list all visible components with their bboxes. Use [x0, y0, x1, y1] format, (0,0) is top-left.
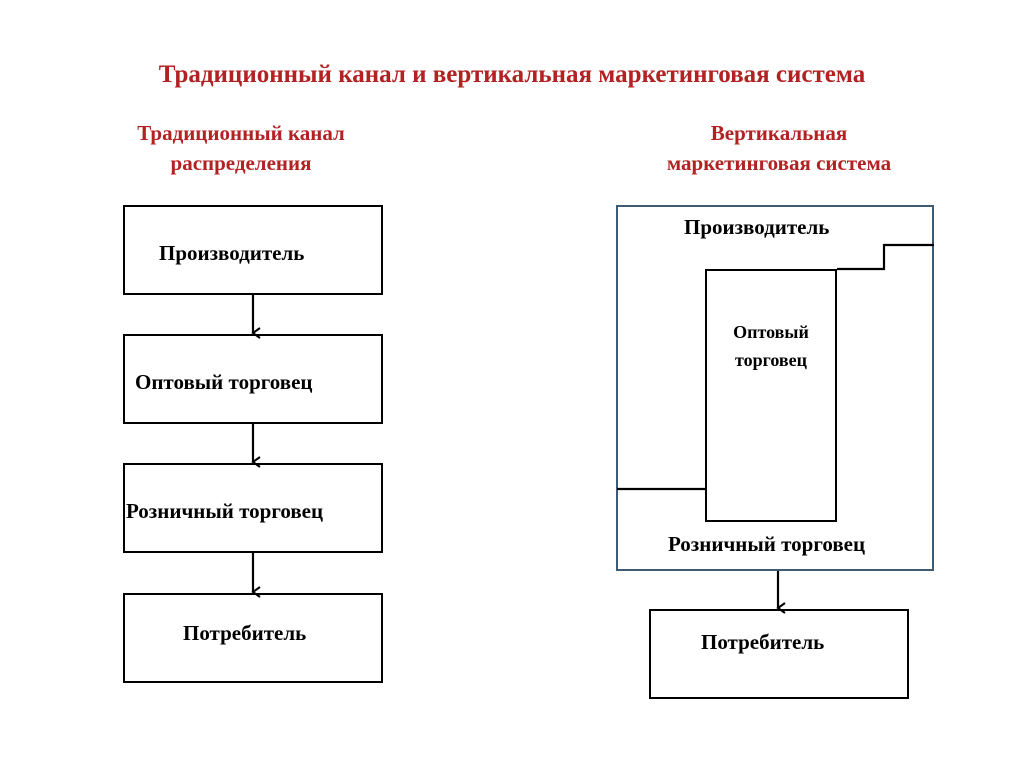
traditional-producer-label: Производитель — [159, 241, 305, 265]
vms-heading-line2: маркетинговая система — [666, 151, 892, 175]
traditional-retailer-box: Розничный торговец — [123, 463, 383, 553]
traditional-retailer-label: Розничный торговец — [126, 499, 324, 523]
vms-heading-line1: Вертикальная — [710, 121, 848, 145]
traditional-heading-line1: Традиционный канал — [137, 121, 345, 145]
page-title: Традиционный канал и вертикальная маркет… — [158, 61, 866, 88]
producer-divider-line — [837, 243, 934, 271]
vms-frame — [616, 205, 934, 571]
traditional-consumer-box: Потребитель — [123, 593, 383, 683]
traditional-producer-box: Производитель — [123, 205, 383, 295]
vms-wholesaler-box: Оптовый торговец — [705, 269, 837, 522]
traditional-wholesaler-label: Оптовый торговец — [135, 370, 313, 394]
traditional-heading-line2: распределения — [170, 151, 312, 175]
vms-consumer-label: Потребитель — [701, 630, 825, 654]
vms-heading: Вертикальная маркетинговая система — [622, 118, 936, 178]
traditional-consumer-label: Потребитель — [183, 621, 307, 645]
vms-wholesaler-line1: Оптовый — [733, 322, 809, 342]
vms-producer-label: Производитель — [684, 215, 830, 239]
vms-consumer-box: Потребитель — [649, 609, 909, 699]
vms-wholesaler-line2: торговец — [735, 350, 807, 370]
traditional-wholesaler-box: Оптовый торговец — [123, 334, 383, 424]
vms-retailer-label: Розничный торговец — [668, 532, 866, 556]
traditional-heading: Традиционный канал распределения — [100, 118, 382, 178]
vms-wholesaler-label: Оптовый торговец — [707, 318, 835, 374]
